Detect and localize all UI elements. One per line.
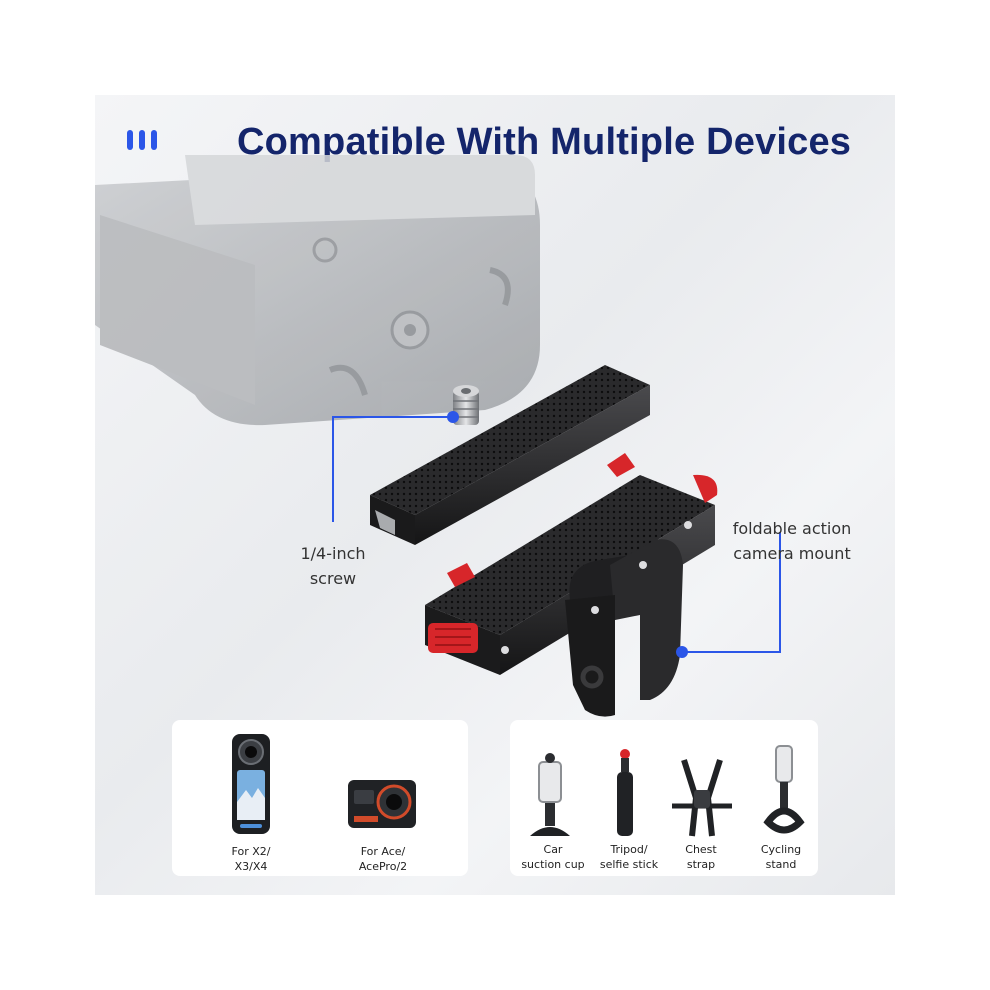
camera-label-ace: For Ace/ AcePro/2 (358, 845, 408, 873)
360-camera-icon (232, 734, 270, 834)
quick-release-plate (370, 365, 650, 545)
camera-compat-card: For X2/ X3/X4 For Ace/ AcePro/2 (172, 720, 468, 876)
accent-bar-icon (139, 130, 145, 150)
accent-bar-icon (127, 130, 133, 150)
product-illustration (95, 155, 781, 717)
faded-camera-body (95, 155, 540, 426)
camera-label-x: For X2/ X3/X4 (231, 845, 271, 873)
chest-strap-icon (672, 759, 732, 837)
tripod-icon (617, 749, 633, 836)
foldable-mount-base (425, 453, 718, 717)
bike-clamp-icon (763, 745, 805, 834)
accessory-compat-card: Car suction cup Tripod/ selfie stick Che… (510, 720, 818, 876)
accessory-label-cycling: Cycling stand (760, 843, 802, 871)
accessory-label-chest: Chest strap (685, 843, 717, 871)
accessory-label-tripod: Tripod/ selfie stick (599, 843, 659, 871)
product-image: Compatible With Multiple Devices (95, 95, 895, 895)
action-camera-icon (348, 780, 416, 828)
callout-dot-icon (447, 411, 459, 423)
screw-callout: 1/4-inch screw (300, 544, 366, 588)
mount-callout: foldable action camera mount (732, 519, 852, 563)
quarter-inch-screw (453, 385, 479, 425)
callout-dot-icon (676, 646, 688, 658)
accent-bar-icon (151, 130, 157, 150)
callout-lines (332, 416, 781, 653)
accessory-label-car: Car suction cup (521, 843, 585, 871)
suction-cup-mount-icon (530, 753, 570, 836)
